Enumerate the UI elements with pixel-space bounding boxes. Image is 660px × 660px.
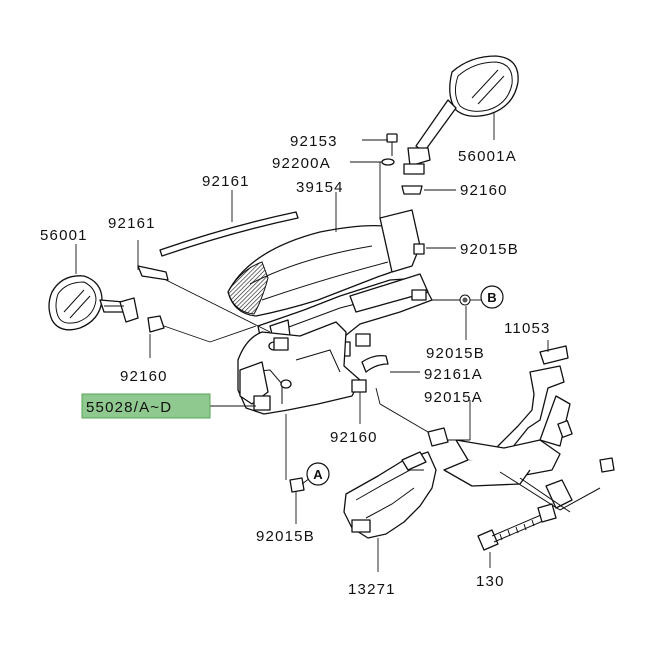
bolt-92153: [386, 133, 398, 156]
label-55028: 55028/A~D: [86, 399, 172, 416]
callout-B: B: [480, 285, 504, 309]
part-labels: 92153 92200A 56001A 92161 39154 92160 56…: [40, 133, 551, 598]
callout-A: A: [306, 462, 330, 486]
nut-right: [599, 457, 615, 473]
label-92200A: 92200A: [272, 155, 331, 172]
label-39154: 39154: [296, 179, 344, 196]
nut-92015B-bottom: [289, 477, 305, 493]
bracket-92161-left: [137, 265, 169, 281]
label-92161-left: 92161: [108, 215, 156, 232]
mirror-right: [403, 55, 519, 175]
nut-92015A: [427, 427, 449, 447]
nut-92015B-upper: [413, 243, 425, 255]
label-92160-top: 92160: [460, 182, 508, 199]
label-13271: 13271: [348, 581, 396, 598]
trim-strip-92161: [159, 211, 299, 257]
label-92015B-right: 92015B: [460, 241, 519, 258]
callout-B-label: B: [487, 290, 496, 305]
label-92161-top: 92161: [202, 173, 250, 190]
label-92161A: 92161A: [424, 366, 483, 383]
duct-13271: [343, 451, 437, 539]
label-92015B-bottom: 92015B: [256, 528, 315, 545]
grommet-92161A: [361, 354, 389, 373]
highlight-55028: [81, 393, 211, 419]
label-92015A: 92015A: [424, 389, 483, 406]
label-92015B-mid: 92015B: [426, 345, 485, 362]
label-130: 130: [476, 573, 505, 590]
windshield-39154: [227, 209, 421, 317]
mirror-left: [48, 275, 139, 331]
label-11053: 11053: [504, 320, 551, 337]
callout-A-label: A: [313, 467, 323, 482]
label-92160-bottom: 92160: [330, 429, 378, 446]
label-92153: 92153: [290, 133, 338, 150]
fairing-inner-55028: [237, 321, 361, 415]
bolt-130: [477, 503, 557, 551]
label-92160-left: 92160: [120, 368, 168, 385]
washer-92200A: [381, 158, 395, 166]
bracket-11053: [443, 345, 601, 513]
damper-92160-bottom: [351, 379, 367, 393]
label-56001: 56001: [40, 227, 88, 244]
damper-92160-left: [147, 315, 165, 333]
label-56001A: 56001A: [458, 148, 517, 165]
damper-92160-top: [401, 185, 423, 195]
nut-92015B-mid: [459, 294, 471, 306]
